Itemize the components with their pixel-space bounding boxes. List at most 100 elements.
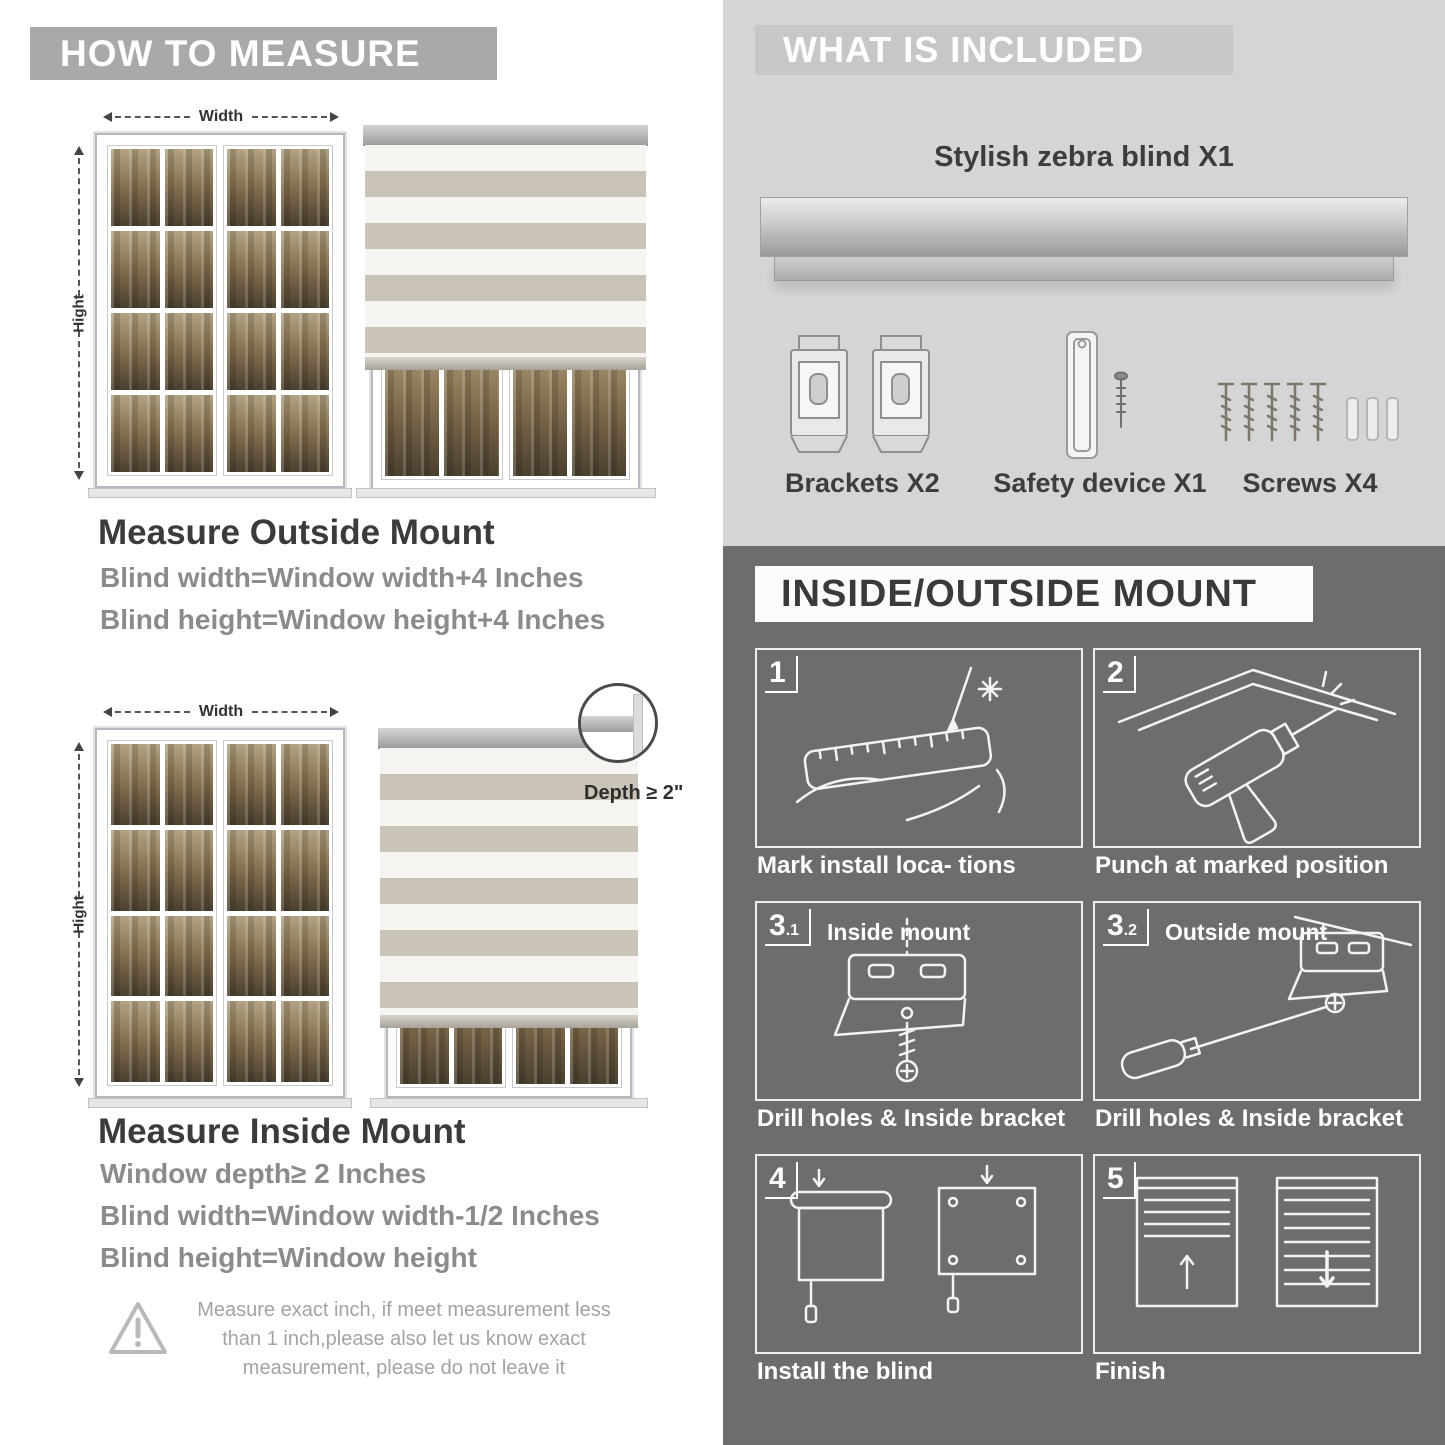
arrowhead-up-icon: [74, 742, 84, 751]
window-sashes: [107, 145, 333, 476]
mini-window-frame: [633, 694, 643, 760]
dashed-line: [78, 754, 80, 897]
window-sill: [88, 1098, 352, 1108]
step-number: 2: [1103, 656, 1136, 693]
height-label: Hight: [70, 293, 88, 333]
window-pane: [227, 915, 276, 997]
blind-bottomrail: [380, 1015, 638, 1028]
zebra-blind-headrail-image: [760, 197, 1408, 257]
arrowhead-right-icon: [330, 707, 339, 717]
zebra-stripes: [380, 748, 638, 1015]
step-panel-1: 1: [755, 648, 1083, 848]
width-label: Width: [198, 108, 244, 125]
arrowhead-left-icon: [103, 707, 112, 717]
window-pane: [280, 313, 329, 390]
step-number: 5: [1103, 1162, 1136, 1199]
window-pane-grid: [223, 145, 333, 476]
brackets-label: Brackets X2: [785, 468, 940, 498]
window-pane: [227, 149, 276, 226]
how-to-measure-header: HOW TO MEASURE: [30, 27, 497, 80]
window-pane: [111, 915, 160, 997]
window-pane: [227, 1001, 276, 1082]
measurement-warning-text: Measure exact inch, if meet measurement …: [197, 1299, 611, 1379]
height-arrow-outside: Hight: [70, 146, 88, 480]
zebra-stripes: [365, 145, 646, 357]
width-arrow-inside: Width: [103, 703, 339, 721]
window-pane: [280, 915, 329, 997]
dashed-line: [115, 116, 190, 118]
window-pane-grid: [107, 145, 217, 476]
step5-caption: Finish: [1095, 1358, 1166, 1385]
arrowhead-up-icon: [74, 146, 84, 155]
step2-illustration-drill: [1117, 668, 1397, 844]
window-pane: [164, 395, 213, 472]
step4-illustration-install-blind: [789, 1164, 1037, 1324]
dashed-line: [78, 330, 80, 468]
window-pane: [164, 915, 213, 997]
window-inside: [95, 728, 345, 1098]
dashed-line: [252, 116, 327, 118]
window-pane: [280, 829, 329, 911]
step-number: 3.2: [1103, 909, 1150, 946]
arrowhead-right-icon: [330, 112, 339, 122]
brackets-icon: [790, 335, 930, 453]
window-pane: [280, 744, 329, 825]
window-pane: [227, 829, 276, 911]
window-pane: [164, 829, 213, 911]
step-number: 1: [765, 656, 798, 693]
product-name-label: Stylish zebra blind X1: [934, 141, 1234, 173]
dashed-line: [115, 711, 190, 713]
blind-inside-figure: [378, 728, 640, 1098]
safety-device-icon: [1066, 331, 1128, 459]
outside-mount-formula-width: Blind width=Window width+4 Inches: [100, 562, 584, 593]
step1-caption: Mark install loca- tions: [757, 852, 1016, 879]
dashed-line: [78, 932, 80, 1075]
window-pane: [164, 149, 213, 226]
step3-2-illustration-outside-bracket: [1120, 915, 1413, 1080]
window-pane: [164, 313, 213, 390]
step3-1-illustration-inside-bracket: [833, 917, 967, 1083]
step3-2-caption: Drill holes & Inside bracket: [1095, 1105, 1404, 1132]
window-pane: [227, 744, 276, 825]
step2-caption: Punch at marked position: [1095, 852, 1389, 879]
window-pane: [111, 1001, 160, 1082]
window-pane: [227, 395, 276, 472]
window-pane: [227, 313, 276, 390]
inside-mount-title: Measure Inside Mount: [98, 1112, 466, 1151]
window-pane: [280, 395, 329, 472]
dashed-line: [252, 711, 327, 713]
window-pane: [164, 231, 213, 308]
step-panel-5: 5: [1093, 1154, 1421, 1354]
window-outside: [95, 133, 345, 488]
window-pane: [111, 395, 160, 472]
zebra-blind-headrail-lip: [774, 257, 1394, 281]
window-pane: [111, 744, 160, 825]
step3-1-caption: Drill holes & Inside bracket: [757, 1105, 1066, 1132]
height-label: Hight: [70, 895, 88, 934]
step-number: 4: [765, 1162, 798, 1199]
step-panel-3-2: 3.2 Outside mount: [1093, 901, 1421, 1101]
warning-triangle-icon: [109, 1302, 167, 1354]
blind-outside-figure: [363, 125, 648, 490]
width-label: Width: [198, 703, 244, 720]
window-pane-grid: [223, 740, 333, 1086]
step4-caption: Install the blind: [757, 1358, 934, 1385]
mini-headrail: [581, 716, 639, 732]
inside-mount-depth-rule: Window depth≥ 2 Inches: [100, 1158, 427, 1189]
outside-mount-title: Measure Outside Mount: [98, 513, 495, 552]
window-pane: [164, 744, 213, 825]
width-arrow-outside: Width: [103, 108, 339, 126]
inside-outside-mount-header: INSIDE/OUTSIDE MOUNT: [755, 566, 1313, 622]
outside-mount-formula-height: Blind height=Window height+4 Inches: [100, 604, 606, 635]
window-pane-grid: [107, 740, 217, 1086]
inside-mount-formula-height: Blind height=Window height: [100, 1242, 477, 1273]
window-pane: [227, 231, 276, 308]
window-pane: [280, 149, 329, 226]
arrowhead-down-icon: [74, 471, 84, 480]
step5-illustration-finish: [1135, 1176, 1379, 1308]
window-pane: [111, 149, 160, 226]
window-sill: [370, 1098, 648, 1108]
blind-headrail: [363, 125, 648, 146]
screws-icon: [1217, 382, 1399, 442]
window-pane: [111, 313, 160, 390]
